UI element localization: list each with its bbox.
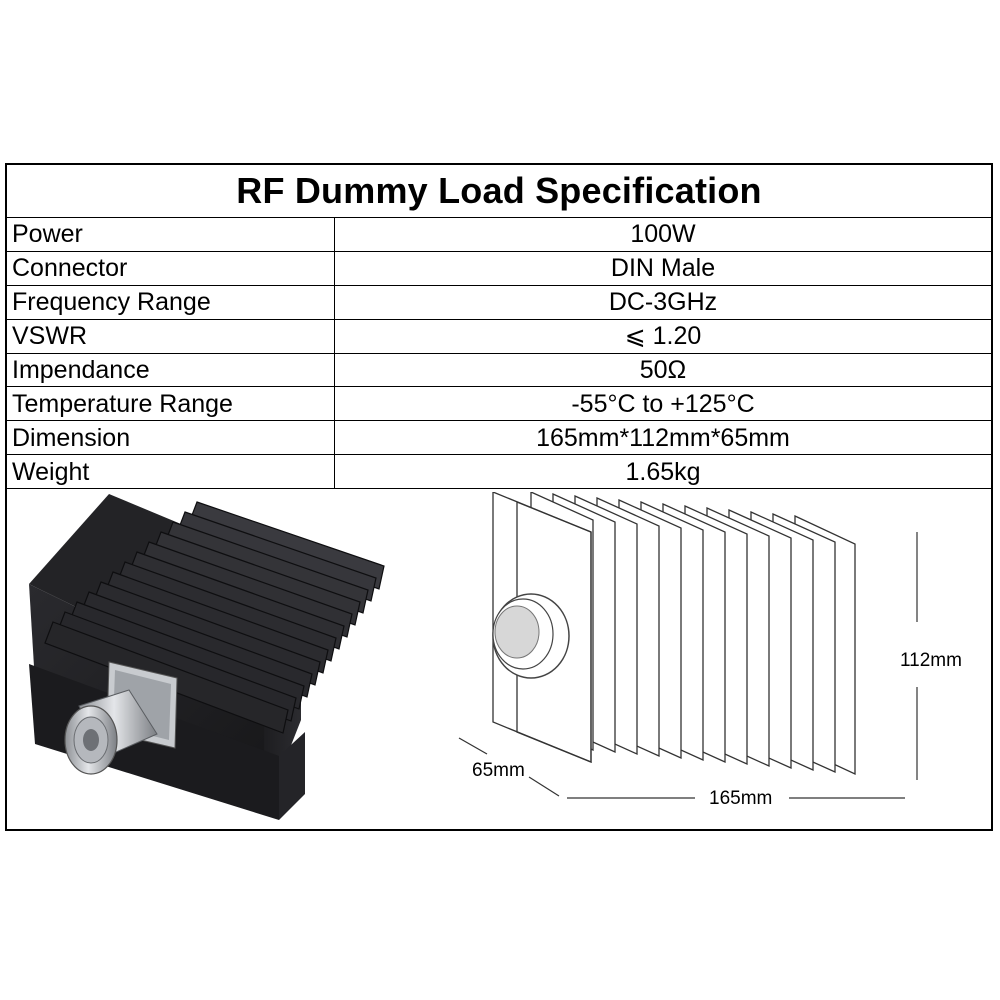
spec-label: Temperature Range <box>7 386 335 422</box>
spec-label: Impendance <box>7 353 335 388</box>
spec-label: Connector <box>7 251 335 286</box>
spec-label: Power <box>7 218 335 252</box>
spec-value: DC-3GHz <box>334 285 991 320</box>
spec-label: Frequency Range <box>7 285 335 320</box>
spec-value: 50Ω <box>334 353 991 388</box>
spec-value: DIN Male <box>334 251 991 286</box>
spec-value: 100W <box>334 218 991 252</box>
connector-icon <box>492 593 570 679</box>
spec-label: Dimension <box>7 420 335 456</box>
table-row: VSWR ⩽ 1.20 <box>7 319 991 354</box>
spec-value: 1.65kg <box>334 454 991 490</box>
spec-label: Weight <box>7 454 335 490</box>
dummy-load-photo <box>29 494 385 820</box>
table-row: Temperature Range -55°C to +125°C <box>7 386 991 422</box>
table-row: Connector DIN Male <box>7 251 991 286</box>
spec-table: Power 100W Connector DIN Male Frequency … <box>7 218 991 490</box>
spec-value: ⩽ 1.20 <box>334 319 991 354</box>
length-dimension-label: 165mm <box>709 788 773 809</box>
spec-sheet: RF Dummy Load Specification Power 100W C… <box>5 163 993 831</box>
table-row: Power 100W <box>7 218 991 252</box>
spec-label: VSWR <box>7 319 335 354</box>
table-row: Impendance 50Ω <box>7 353 991 388</box>
spec-value: 165mm*112mm*65mm <box>334 420 991 456</box>
spec-value: -55°C to +125°C <box>334 386 991 422</box>
height-dimension-label: 112mm <box>900 650 962 671</box>
product-images: 112mm 65mm 165mm <box>7 492 991 829</box>
table-row: Weight 1.65kg <box>7 454 991 490</box>
dimension-drawing <box>458 492 918 799</box>
sheet-title: RF Dummy Load Specification <box>7 165 991 218</box>
depth-dimension-label: 65mm <box>472 760 525 781</box>
table-row: Dimension 165mm*112mm*65mm <box>7 420 991 456</box>
table-row: Frequency Range DC-3GHz <box>7 285 991 320</box>
